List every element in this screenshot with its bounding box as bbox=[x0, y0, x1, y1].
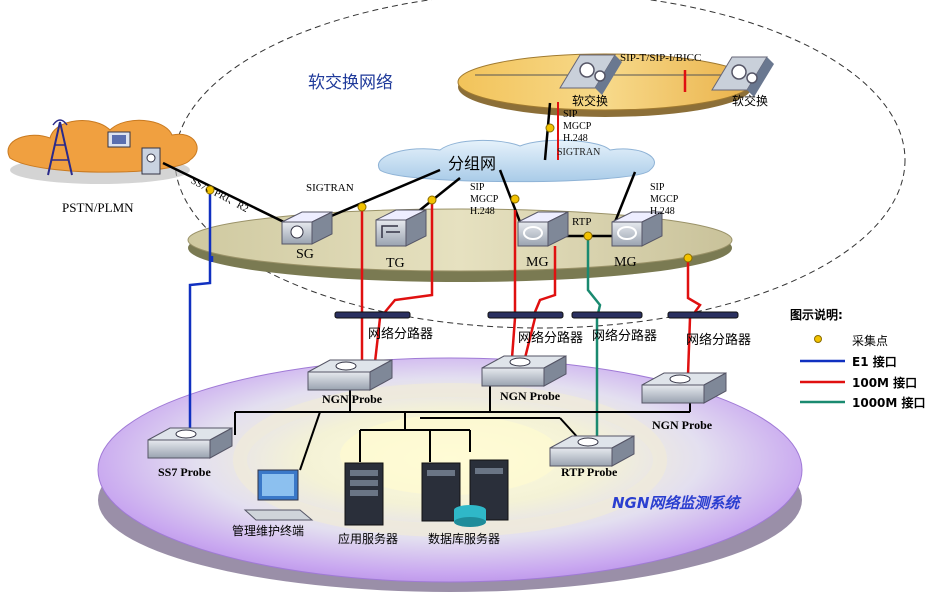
softswitch-b-icon bbox=[711, 56, 774, 97]
app-server-icon bbox=[344, 462, 384, 526]
softswitch-a-icon bbox=[559, 54, 622, 95]
rtp-label: RTP bbox=[572, 216, 592, 228]
proto-left-0: SIP bbox=[470, 182, 485, 193]
proto-left-list: SIP MGCP H.248 bbox=[470, 182, 498, 218]
ngn-probe-1-icon bbox=[307, 359, 393, 391]
proto-left-1: MGCP bbox=[470, 194, 499, 205]
mg2-device-icon bbox=[611, 211, 663, 247]
links-100m bbox=[360, 200, 702, 376]
ss7-probe-label: SS7 Probe bbox=[158, 465, 211, 479]
mg1-label: MG bbox=[526, 255, 549, 270]
proto-top-2: H.248 bbox=[563, 133, 588, 144]
proto-right-2: H.248 bbox=[650, 206, 675, 217]
ss7-probe-icon bbox=[147, 427, 233, 459]
pstn-label: PSTN/PLMN bbox=[62, 200, 134, 215]
legend-e1: E1 接口 bbox=[852, 355, 897, 369]
pstn-cloud bbox=[7, 119, 198, 184]
softswitch-network-title: 软交换网络 bbox=[308, 73, 393, 93]
ngn-probe-3-icon bbox=[641, 372, 727, 404]
ngn-probe-3-label: NGN Probe bbox=[652, 418, 713, 432]
sip-bicc-label: SIP-T/SIP-I/BICC bbox=[620, 52, 702, 64]
rtp-probe-icon bbox=[549, 435, 635, 467]
legend-1000m: 1000M 接口 bbox=[852, 396, 926, 410]
splitter-4-label: 网络分路器 bbox=[686, 333, 752, 348]
exchange-switch-icon bbox=[141, 147, 161, 175]
splitter-bars bbox=[334, 311, 739, 319]
packet-network-cloud bbox=[377, 139, 655, 183]
tg-device-icon bbox=[375, 209, 427, 247]
splitter-2-label: 网络分路器 bbox=[518, 331, 584, 346]
db-server-icon bbox=[421, 459, 509, 527]
proto-right-0: SIP bbox=[650, 182, 665, 193]
legend-title: 图示说明: bbox=[790, 308, 843, 322]
sigtran-label: SIGTRAN bbox=[306, 182, 354, 194]
db-server-label: 数据库服务器 bbox=[428, 532, 501, 546]
legend-graphics bbox=[800, 335, 845, 404]
softswitch-a-label: 软交换 bbox=[572, 94, 609, 108]
proto-top-1: MGCP bbox=[563, 121, 592, 132]
app-server-label: 应用服务器 bbox=[338, 532, 399, 546]
ngn-probe-2-label: NGN Probe bbox=[500, 389, 561, 403]
radio-tower-icon bbox=[47, 119, 73, 176]
softswitch-b-label: 软交换 bbox=[732, 94, 769, 108]
tg-label: TG bbox=[386, 256, 405, 271]
ngn-probe-2-icon bbox=[481, 355, 567, 387]
link-1000m bbox=[586, 236, 602, 440]
sg-label: SG bbox=[296, 247, 314, 262]
sg-device-icon bbox=[281, 211, 333, 245]
rtp-probe-label: RTP Probe bbox=[561, 465, 618, 479]
proto-right-1: MGCP bbox=[650, 194, 679, 205]
ngn-system-title: NGN网络监测系统 bbox=[612, 494, 740, 512]
links-e1 bbox=[188, 190, 214, 428]
proto-top-3: SIGTRAN bbox=[557, 147, 601, 158]
collection-points bbox=[205, 123, 693, 263]
splitter-3-label: 网络分路器 bbox=[592, 329, 658, 344]
terminal-label: 管理维护终端 bbox=[232, 524, 305, 538]
mg1-device-icon bbox=[517, 211, 569, 247]
telephone-icon bbox=[107, 131, 131, 148]
legend-100m: 100M 接口 bbox=[852, 376, 918, 390]
mg2-label: MG bbox=[614, 255, 637, 270]
proto-top-0: SIP bbox=[563, 109, 578, 120]
proto-left-2: H.248 bbox=[470, 206, 495, 217]
splitter-1-label: 网络分路器 bbox=[368, 327, 434, 342]
proto-top-list: SIP MGCP H.248 bbox=[563, 109, 591, 145]
ngn-probe-1-label: NGN Probe bbox=[322, 392, 383, 406]
packet-network-label: 分组网 bbox=[448, 154, 497, 173]
proto-right-list: SIP MGCP H.248 bbox=[650, 182, 678, 218]
legend-collection-point: 采集点 bbox=[852, 334, 889, 348]
workstation-icon bbox=[243, 469, 314, 521]
management-lan bbox=[234, 383, 691, 471]
